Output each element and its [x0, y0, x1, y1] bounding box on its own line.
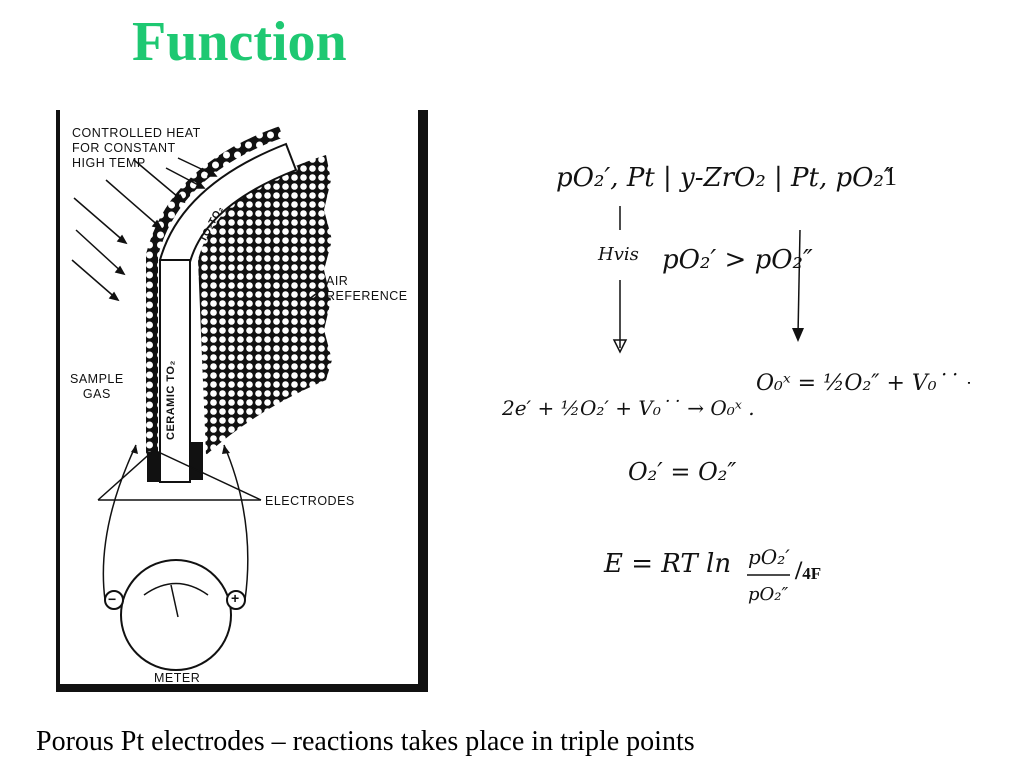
equation-arrows — [612, 206, 804, 576]
cell-notation: pO₂′, Pt | y-ZrO₂ | Pt, pO₂″ — [556, 163, 894, 193]
sensor-drawing — [56, 110, 428, 692]
meter-needle — [170, 584, 179, 618]
label-sample-gas: SAMPLE GAS — [70, 372, 124, 401]
meter-dial — [120, 559, 232, 671]
label-air-reference: AIR REFERENCE — [326, 274, 408, 303]
meter-plus-sign: + — [231, 590, 240, 606]
heat-arrows — [71, 157, 218, 302]
porous-electrode-body — [198, 155, 332, 455]
label-meter: METER — [154, 671, 201, 685]
reaction-right: O₀ˣ = ½O₂″ + V₀˙˙ + 2e′ — [756, 371, 970, 396]
electrode-right — [190, 442, 203, 480]
ceramic-tube-top — [158, 142, 298, 264]
sensor-diagram: CONTROLLED HEAT FOR CONSTANT HIGH TEMP A… — [56, 110, 428, 692]
slide-caption: Porous Pt electrodes – reactions takes p… — [36, 726, 695, 757]
nernst-denominator: pO₂″ — [748, 584, 788, 605]
label-ceramic: CERAMIC TO₂ — [165, 360, 177, 440]
equations-panel: pO₂′, Pt | y-ZrO₂ | Pt, pO₂″ Hvis pO₂′ >… — [490, 130, 970, 630]
label-controlled-heat: CONTROLLED HEAT FOR CONSTANT HIGH TEMP — [72, 126, 201, 170]
nernst-4f-text: 4F — [802, 564, 822, 583]
outer-electrode-beads — [146, 126, 284, 257]
electrode-left — [147, 452, 159, 482]
equation-number: 1 — [884, 162, 897, 191]
label-electrodes: ELECTRODES — [265, 494, 355, 508]
condition-text: pO₂′ > pO₂″ — [662, 245, 813, 275]
ceramic-tube — [159, 259, 191, 483]
slide-title: Function — [132, 11, 347, 73]
reaction-left: 2e′ + ½O₂′ + V₀˙˙ → O₀ˣ . — [501, 396, 755, 420]
meter-minus-sign: − — [108, 591, 117, 607]
nernst-numerator: pO₂′ — [748, 545, 790, 569]
hvis-text: Hvis — [597, 244, 639, 265]
nernst-slash: / — [795, 556, 803, 585]
nernst-lhs: E = RT ln — [603, 549, 731, 579]
equality-text: O₂′ = O₂″ — [628, 458, 736, 486]
nernst-4f: /4F — [795, 556, 821, 586]
